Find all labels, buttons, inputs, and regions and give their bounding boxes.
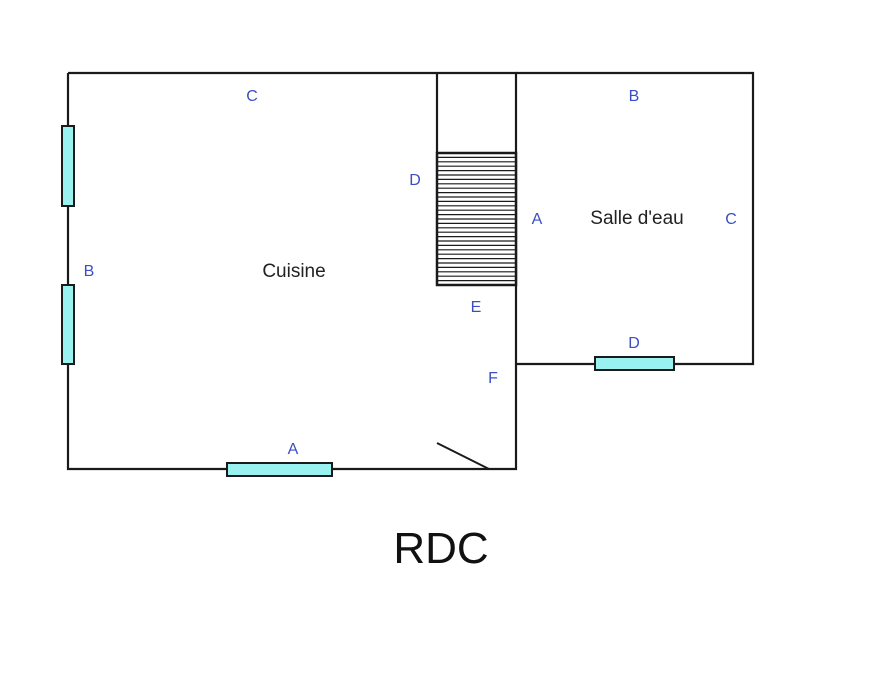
kitchen-wall-c-label: C: [246, 88, 258, 105]
window-shower-room-south: [594, 356, 675, 371]
kitchen-wall-e-label: E: [471, 299, 482, 316]
kitchen-door: [436, 442, 490, 470]
kitchen-wall-a-label: A: [288, 441, 299, 458]
window-kitchen-west-lower: [61, 284, 75, 365]
stair-steps: [437, 156, 516, 282]
level-label: RDC: [393, 524, 488, 573]
shower-room-wall-a-label: A: [532, 211, 543, 228]
shower-room-wall-c-label: C: [725, 211, 737, 228]
shower-room-label: Salle d'eau: [590, 208, 683, 229]
kitchen-wall-f-label: F: [488, 370, 498, 387]
window-kitchen-west-upper: [61, 125, 75, 207]
shower-room-wall-d-label: D: [628, 335, 640, 352]
window-kitchen-south: [226, 462, 333, 477]
kitchen-wall-d-label: D: [409, 172, 421, 189]
kitchen-wall-b-label: B: [84, 263, 95, 280]
kitchen-room-label: Cuisine: [262, 261, 325, 282]
shower-room-wall-b-label: B: [629, 88, 640, 105]
